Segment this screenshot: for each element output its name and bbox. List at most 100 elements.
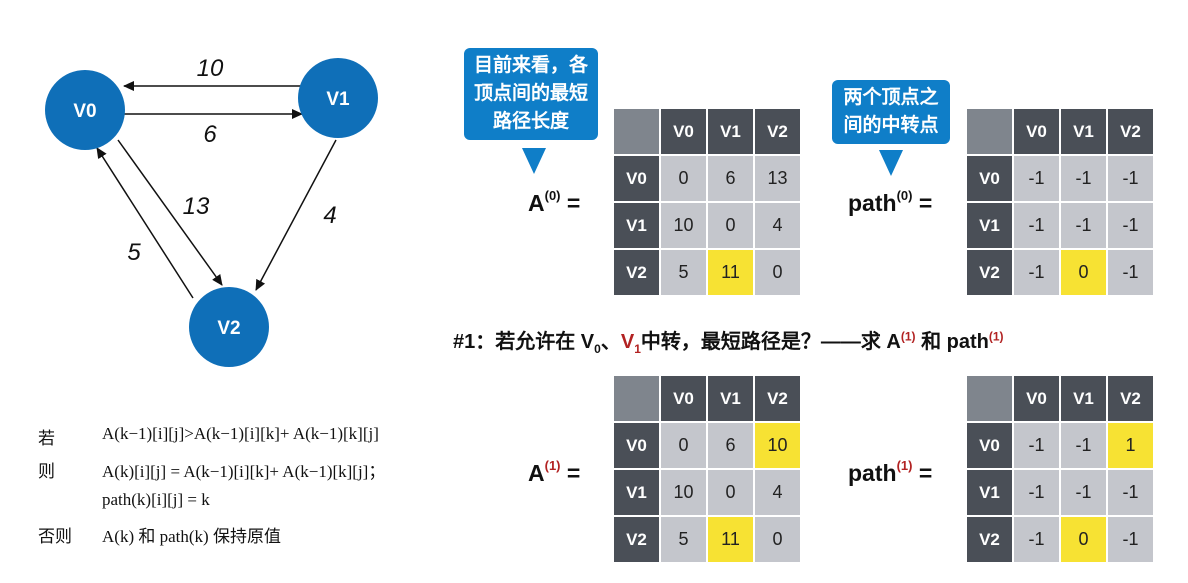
matrix-row-header: V1 bbox=[612, 468, 661, 517]
question-prefix: #1：若允许在 V bbox=[453, 331, 595, 353]
question-v1: V bbox=[620, 331, 635, 353]
label-a0-eq: = bbox=[566, 190, 581, 216]
rule-else-text: A(k) 和 path(k) 保持原值 bbox=[102, 527, 281, 546]
label-path1: path(1) = bbox=[848, 458, 932, 487]
matrix-cell: -1 bbox=[1059, 201, 1108, 250]
matrix-cell: -1 bbox=[1059, 468, 1108, 517]
rule-then-keyword: 则 bbox=[38, 462, 55, 481]
label-a0: A(0) = bbox=[528, 188, 581, 217]
matrix-cell: 10 bbox=[659, 468, 708, 517]
matrix-row-header: V2 bbox=[612, 248, 661, 297]
rule-else-keyword: 否则 bbox=[38, 527, 72, 546]
callout-distance-tail bbox=[522, 148, 546, 174]
matrix-cell: 1 bbox=[1106, 421, 1155, 470]
matrix-cell: -1 bbox=[1059, 421, 1108, 470]
question-sub0: 0 bbox=[594, 342, 601, 356]
node-v0 bbox=[45, 70, 125, 150]
question-and: 和 path bbox=[915, 331, 989, 353]
matrix-row: V1-1-1-1 bbox=[965, 201, 1155, 250]
node-label-v1: V1 bbox=[326, 89, 350, 110]
matrix-cell: 4 bbox=[753, 468, 802, 517]
matrix-col-header: V0 bbox=[659, 374, 708, 423]
matrix-cell: 13 bbox=[753, 154, 802, 203]
matrix-cell: 10 bbox=[753, 421, 802, 470]
edge-weight-v0-v1: 6 bbox=[203, 121, 217, 148]
question-mid: 中转，最短路径是？——求 A bbox=[640, 331, 901, 353]
callout-path-tail bbox=[879, 150, 903, 176]
matrix-row-header: V1 bbox=[965, 468, 1014, 517]
matrix-row: V1-1-1-1 bbox=[965, 468, 1155, 517]
edge-v2-v0 bbox=[96, 147, 194, 299]
matrix-col-header: V2 bbox=[753, 107, 802, 156]
update-rules: 若 A(k−1)[i][j]>A(k−1)[i][k]+ A(k−1)[k][j… bbox=[38, 420, 458, 570]
matrix-col-header: V2 bbox=[1106, 374, 1155, 423]
matrix-cell: -1 bbox=[1012, 248, 1061, 297]
callout-distance-text: 目前来看，各顶点间的最短路径长度 bbox=[473, 55, 588, 132]
matrix-cell: 0 bbox=[706, 468, 755, 517]
label-path1-sup: (1) bbox=[896, 458, 913, 474]
matrix-cell: 11 bbox=[706, 515, 755, 564]
edge-weight-v0-v2: 13 bbox=[183, 193, 210, 220]
question-sep: 、 bbox=[600, 331, 621, 353]
label-a1-base: A bbox=[528, 460, 545, 486]
matrix-cell: -1 bbox=[1012, 468, 1061, 517]
matrix-col-header: V0 bbox=[659, 107, 708, 156]
node-label-v2: V2 bbox=[217, 318, 240, 339]
matrix-col-header: V2 bbox=[1106, 107, 1155, 156]
matrix-row-header: V1 bbox=[965, 201, 1014, 250]
graph-diagram: V0 V1 V2 10 6 13 4 5 bbox=[45, 55, 378, 367]
node-v1 bbox=[298, 58, 378, 138]
rule-then-text1: A(k)[i][j] = A(k−1)[i][k]+ A(k−1)[k][j]； bbox=[102, 462, 386, 481]
matrix-cell: -1 bbox=[1012, 421, 1061, 470]
matrix-cell: -1 bbox=[1106, 201, 1155, 250]
matrix-cell: -1 bbox=[1012, 515, 1061, 564]
matrix-cell: 11 bbox=[706, 248, 755, 297]
callout-path: 两个顶点之间的中转点 bbox=[832, 80, 950, 144]
matrix-cell: 10 bbox=[659, 201, 708, 250]
callout-path-text: 两个顶点之间的中转点 bbox=[843, 87, 939, 136]
label-a0-sup: (0) bbox=[544, 188, 561, 204]
rule-if-keyword: 若 bbox=[38, 429, 55, 448]
matrix-corner bbox=[612, 374, 661, 423]
matrix-col-header: V1 bbox=[706, 374, 755, 423]
matrix-row-header: V2 bbox=[965, 248, 1014, 297]
matrix-cell: 4 bbox=[753, 201, 802, 250]
matrix-corner bbox=[965, 107, 1014, 156]
callout-distance: 目前来看，各顶点间的最短路径长度 bbox=[464, 48, 598, 140]
matrix-row-header: V0 bbox=[612, 154, 661, 203]
matrix-cell: 0 bbox=[1059, 248, 1108, 297]
matrix-cell: 5 bbox=[659, 515, 708, 564]
matrix-corner bbox=[965, 374, 1014, 423]
matrix-col-header: V1 bbox=[1059, 374, 1108, 423]
matrix-cell: 0 bbox=[753, 248, 802, 297]
matrix-cell: -1 bbox=[1106, 248, 1155, 297]
matrix-cell: -1 bbox=[1012, 154, 1061, 203]
label-path0: path(0) = bbox=[848, 188, 933, 217]
matrix-row: V0-1-1-1 bbox=[965, 154, 1155, 203]
label-path0-base: path bbox=[848, 190, 897, 216]
matrix-cell: -1 bbox=[1012, 201, 1061, 250]
label-path1-base: path bbox=[848, 460, 897, 486]
node-v2 bbox=[189, 287, 269, 367]
matrix-cell: -1 bbox=[1106, 154, 1155, 203]
matrix-corner bbox=[612, 107, 661, 156]
edge-weight-v1-v2: 4 bbox=[323, 202, 336, 229]
label-path0-eq: = bbox=[918, 190, 933, 216]
matrix-cell: 0 bbox=[1059, 515, 1108, 564]
node-label-v0: V0 bbox=[73, 101, 96, 122]
matrix-row-header: V0 bbox=[612, 421, 661, 470]
question-sup2: (1) bbox=[988, 329, 1004, 344]
matrix-cell: 0 bbox=[753, 515, 802, 564]
question-sub1: 1 bbox=[634, 342, 641, 356]
